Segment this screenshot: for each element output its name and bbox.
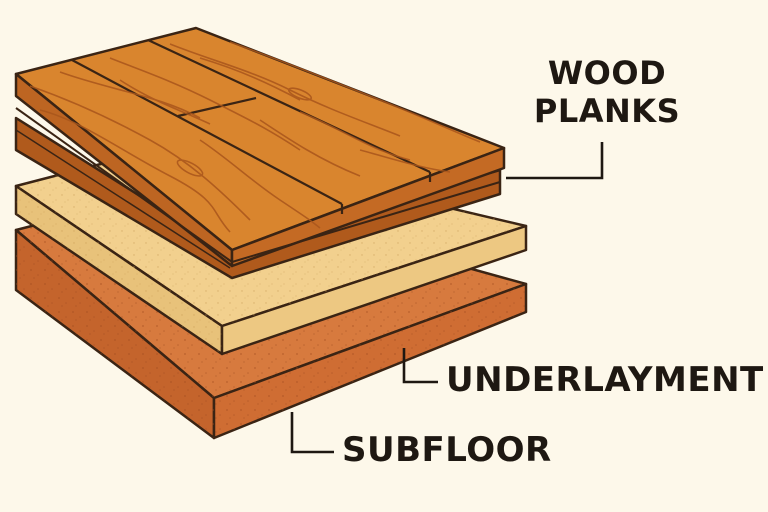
plank-right-edge — [230, 146, 506, 268]
wood-planks-label: WOOD PLANKS — [532, 54, 682, 130]
underlayment-leader — [402, 348, 438, 384]
subfloor-leader — [290, 412, 334, 454]
plank-seams — [71, 39, 432, 214]
wood-planks-leader — [506, 142, 604, 180]
wood-planks-label-line2: PLANKS — [533, 92, 681, 130]
underlayment-label: UNDERLAYMENT — [446, 360, 764, 400]
wood-planks-layer — [14, 26, 506, 280]
subfloor-label: SUBFLOOR — [342, 430, 552, 470]
leader-lines — [290, 142, 604, 454]
wood-planks-label-line1: WOOD — [547, 54, 667, 92]
wood-grain — [29, 41, 481, 233]
